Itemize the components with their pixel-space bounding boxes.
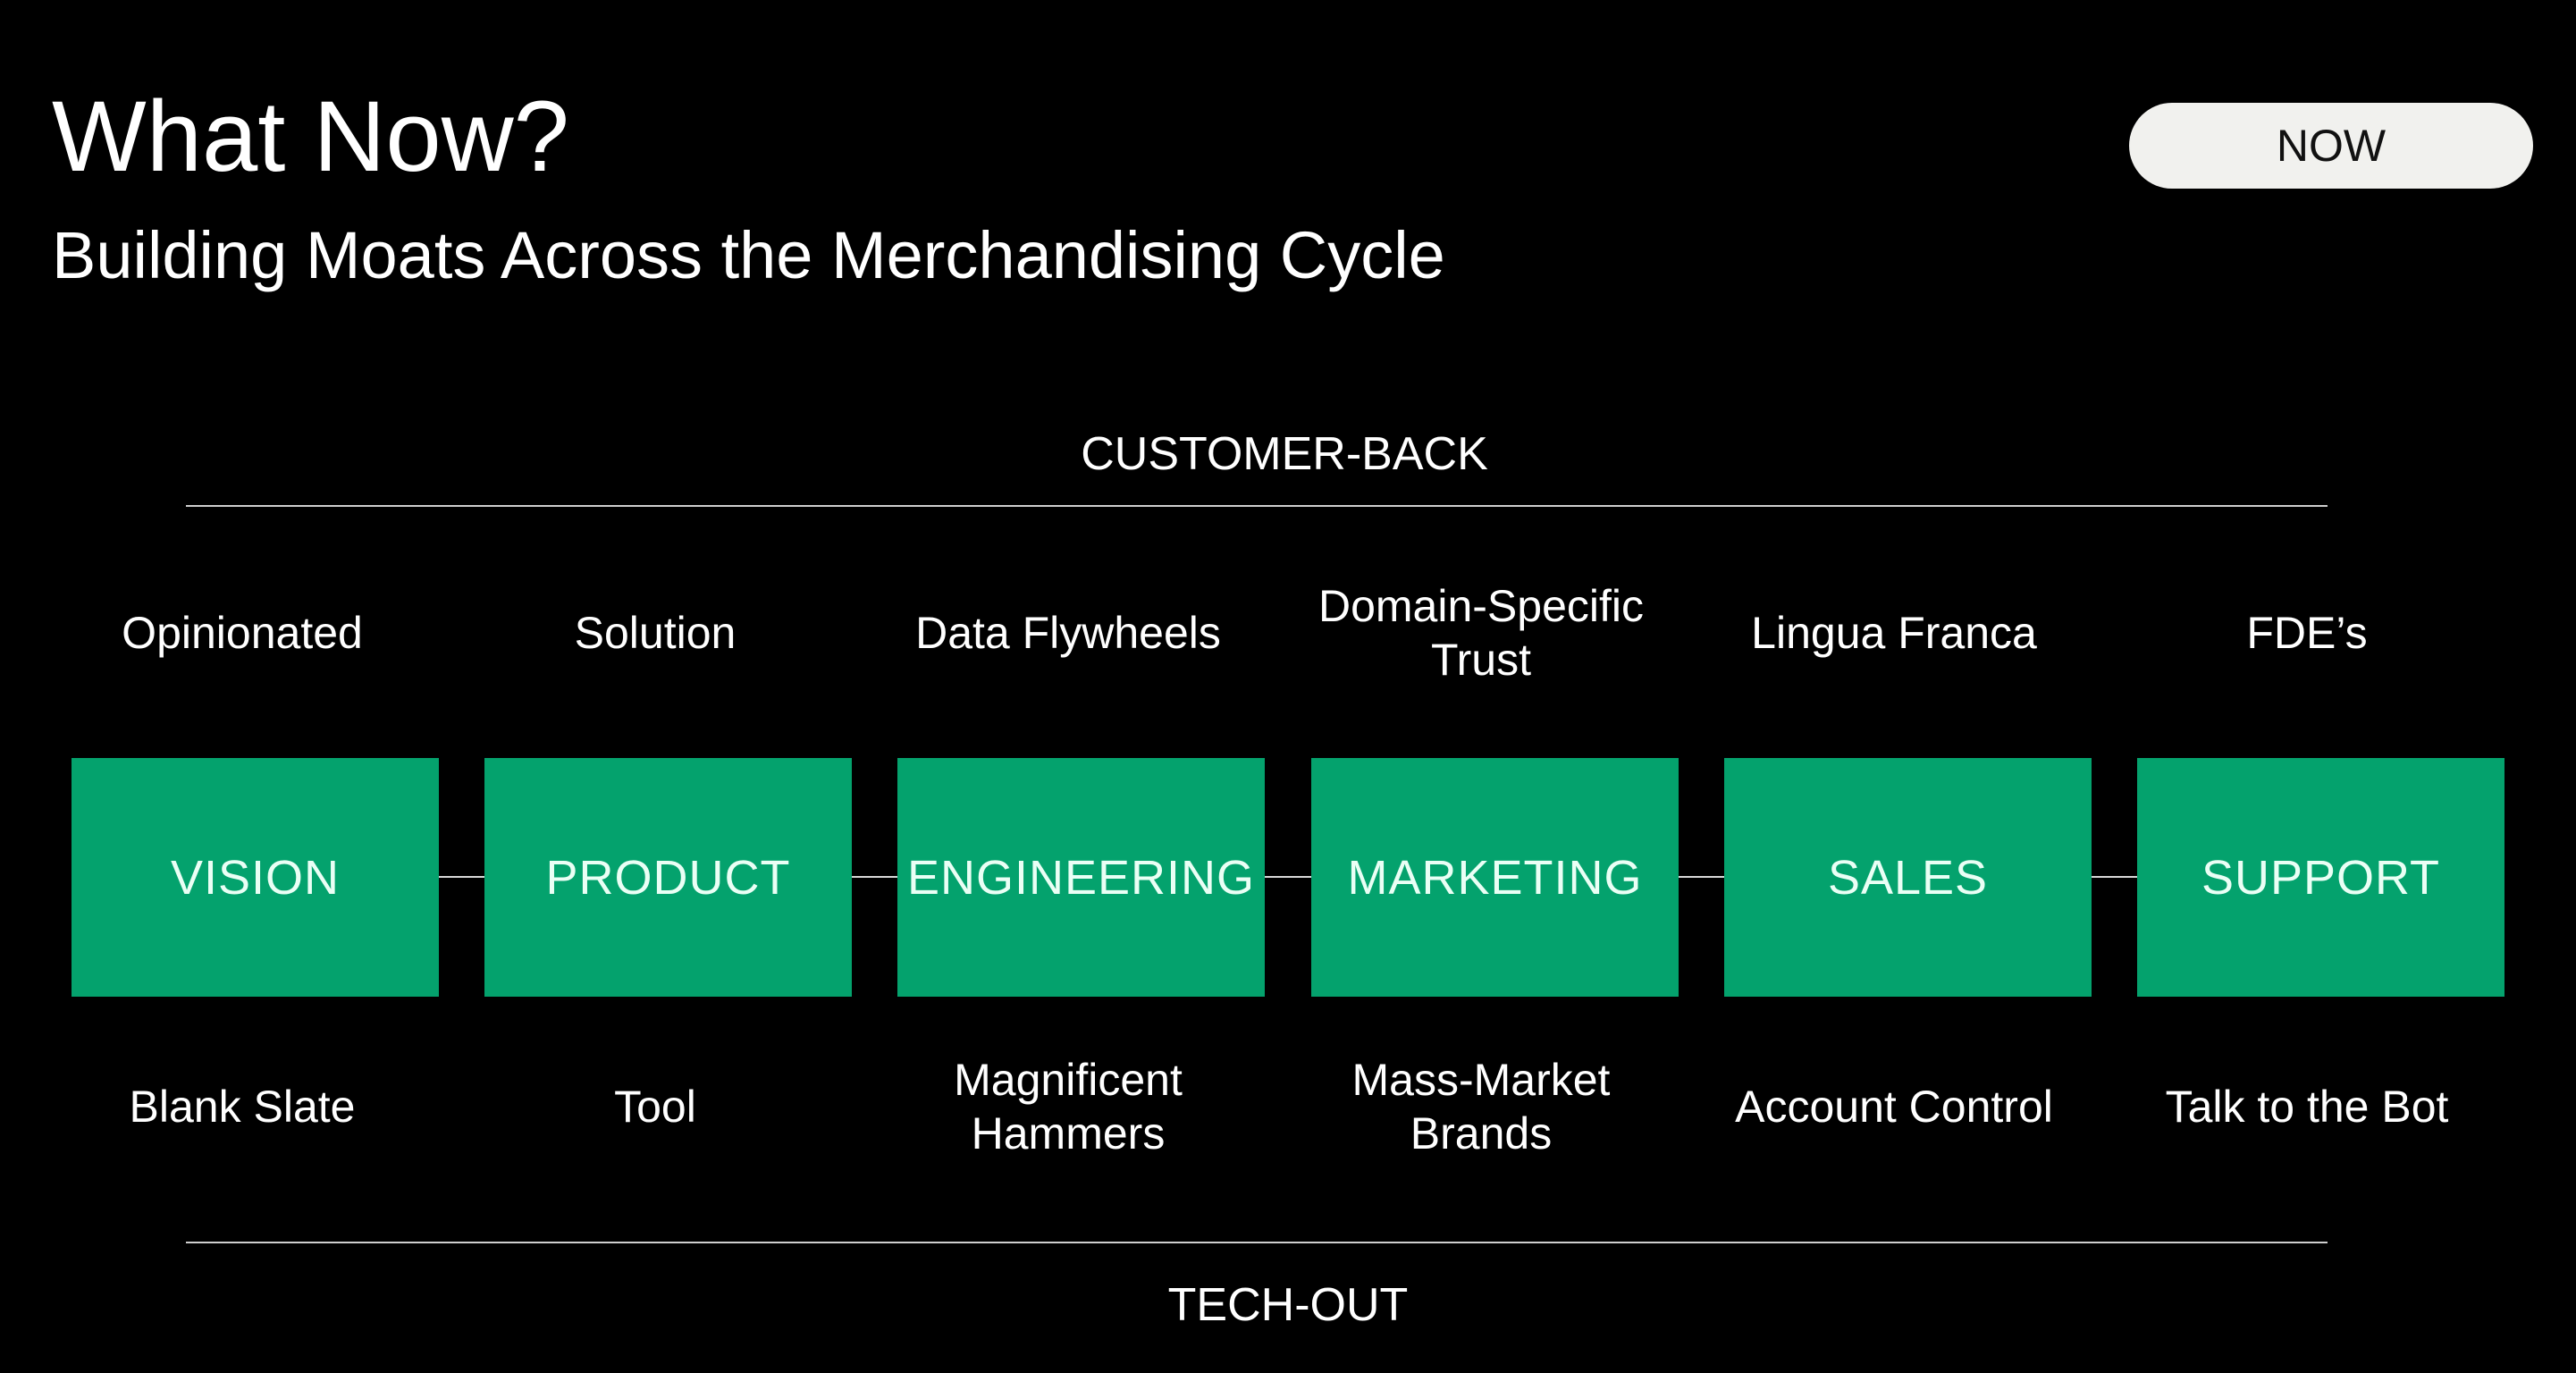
stage-connector <box>1265 876 1311 878</box>
stage-above-text: Lingua Franca <box>1751 608 2037 658</box>
stage-box-vision: VISION <box>72 758 439 997</box>
stage-above-text: Data Flywheels <box>915 608 1221 658</box>
stage-connector <box>852 876 897 878</box>
stage-box-support: SUPPORT <box>2137 758 2504 997</box>
stage-box-sales: SALES <box>1724 758 2092 997</box>
stage-connector <box>2092 876 2137 878</box>
customer-back-label: CUSTOMER-BACK <box>1081 428 1488 480</box>
slide-subtitle: Building Moats Across the Merchandising … <box>52 218 1445 292</box>
stage-below-text: Tool <box>614 1082 696 1132</box>
stage-above-text: FDE’s <box>2246 608 2368 658</box>
stage-below-text: Account Control <box>1735 1082 2053 1132</box>
stage-above-text: Opinionated <box>122 608 363 658</box>
stage-above-text: Solution <box>574 608 737 658</box>
top-divider <box>186 505 2328 507</box>
stage-below-text: Blank Slate <box>129 1082 356 1132</box>
bottom-divider <box>186 1242 2328 1243</box>
tech-out-label: TECH-OUT <box>1167 1279 1409 1331</box>
slide-title: What Now? <box>52 80 569 192</box>
stage-box-product: PRODUCT <box>484 758 852 997</box>
now-badge: NOW <box>2129 103 2533 189</box>
stage-connector <box>1679 876 1724 878</box>
stage-box-engineering: ENGINEERING <box>897 758 1265 997</box>
stage-connector <box>439 876 484 878</box>
stage-box-marketing: MARKETING <box>1311 758 1679 997</box>
stage-below-text: Talk to the Bot <box>2165 1082 2449 1132</box>
